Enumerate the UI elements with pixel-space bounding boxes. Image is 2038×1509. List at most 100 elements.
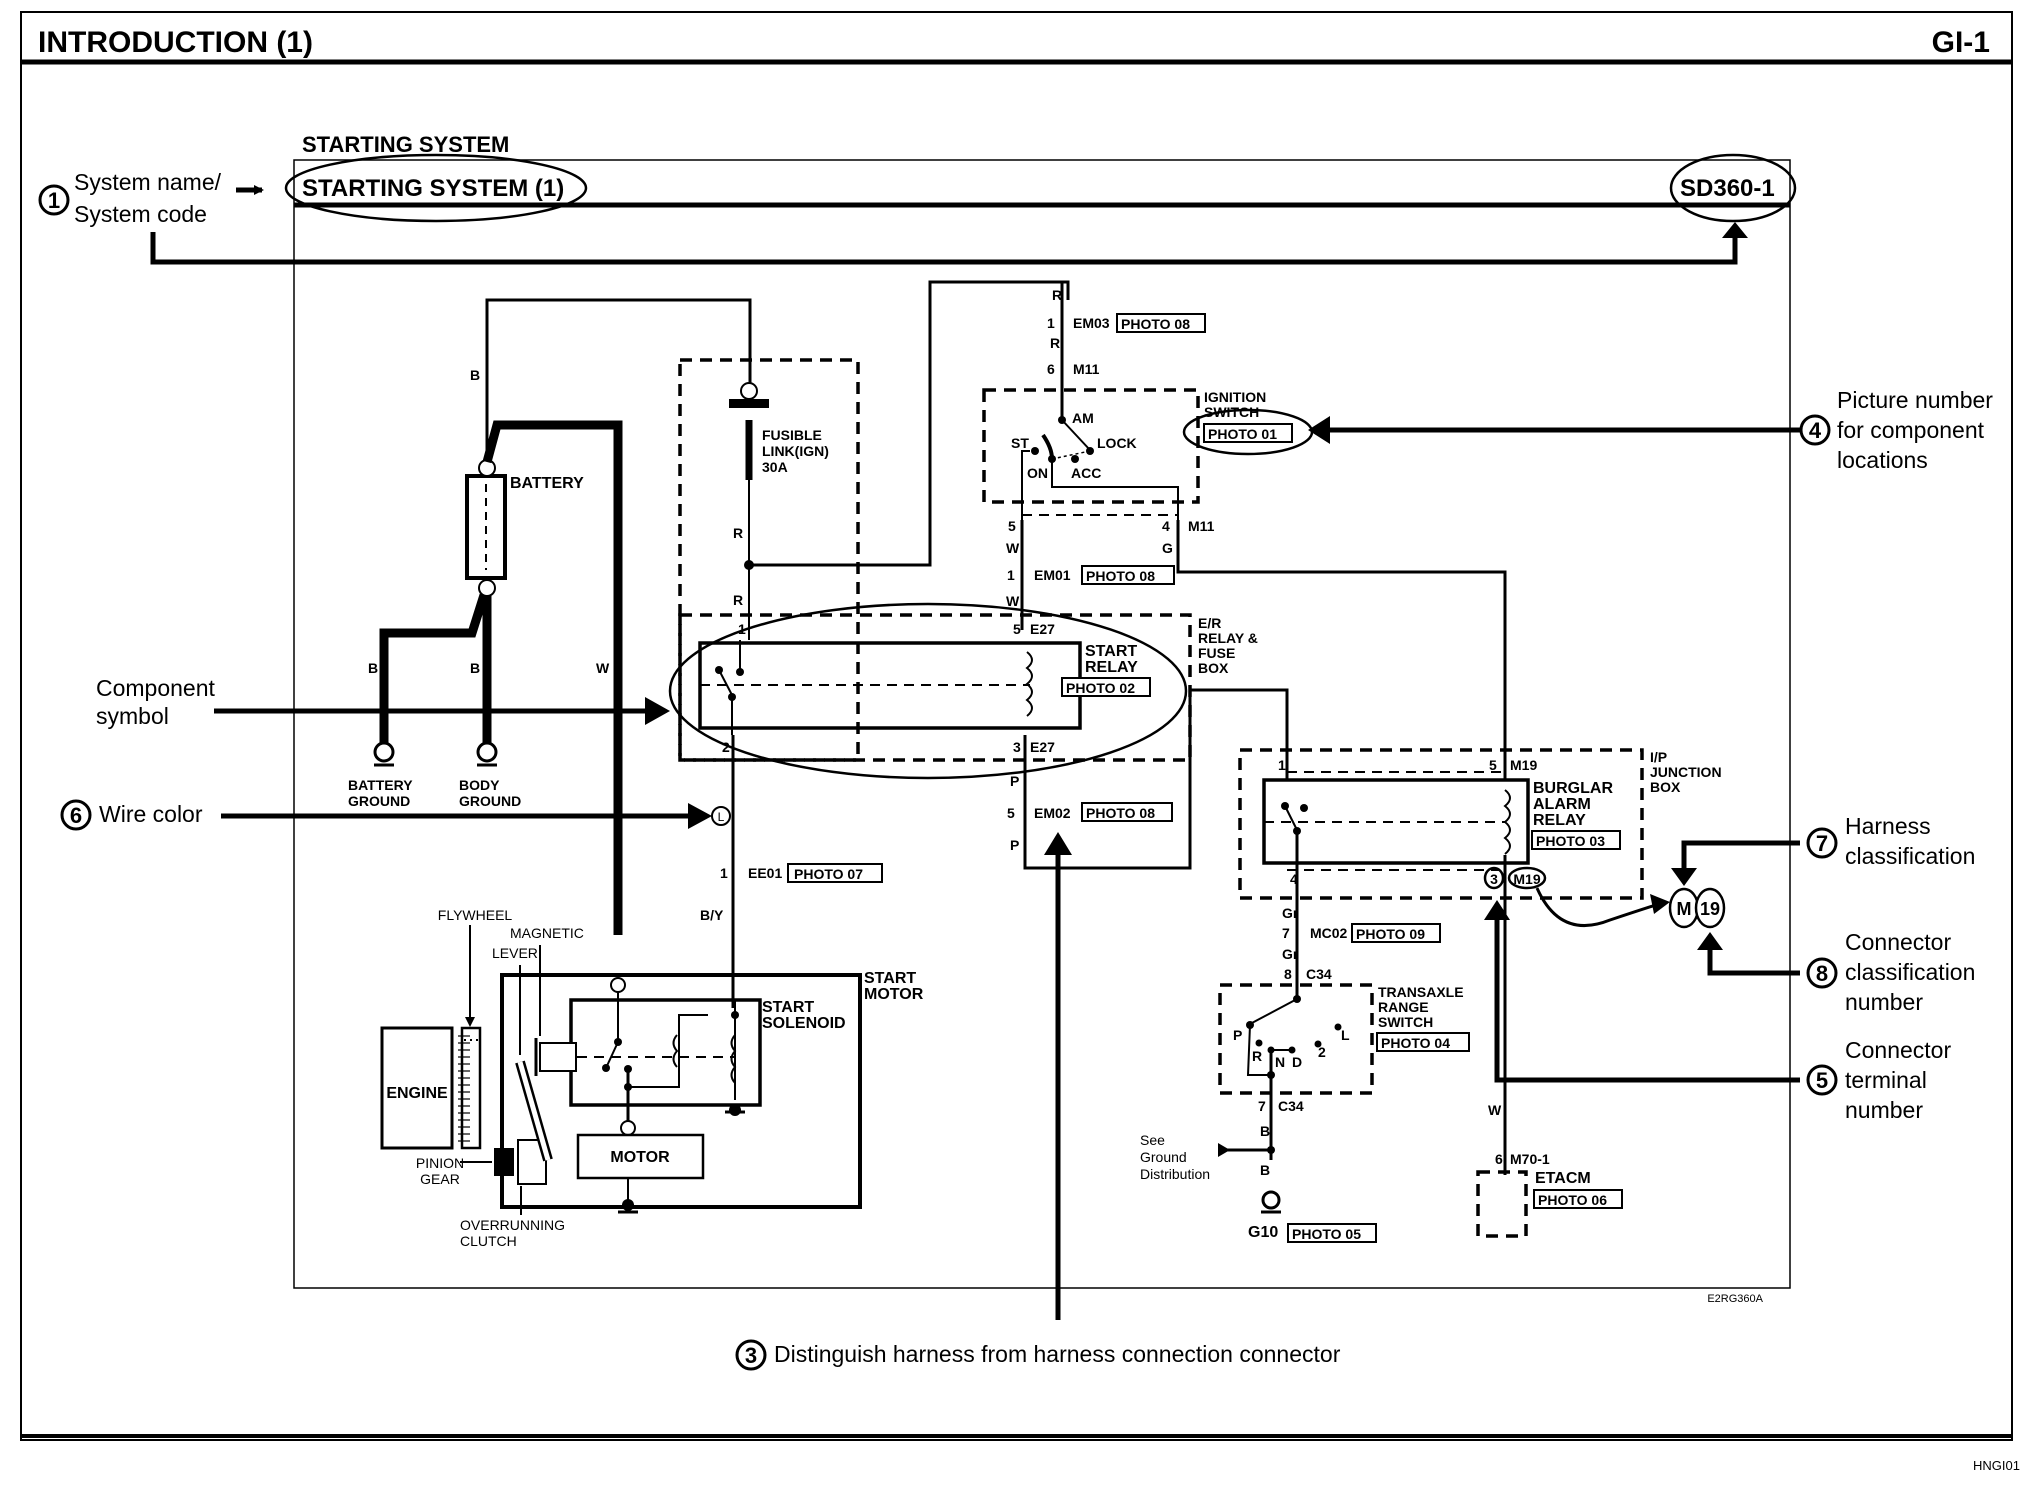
start-relay-label-1: START xyxy=(1085,643,1137,660)
wire-color-w: W xyxy=(596,660,610,676)
callout-3-text: Distinguish harness from harness connect… xyxy=(774,1341,1341,1367)
wire-p-em02 xyxy=(1023,688,1289,870)
wire-battery-ground xyxy=(379,593,489,745)
callout-7-line-2: classification xyxy=(1845,843,1975,869)
pinion-label-1: PINION xyxy=(416,1155,464,1171)
c34-pin-7: 7 xyxy=(1258,1098,1266,1114)
etacm-photo-label: PHOTO 06 xyxy=(1538,1192,1607,1208)
em02-photo-label: PHOTO 08 xyxy=(1086,805,1155,821)
component-symbol-highlight xyxy=(668,602,1188,780)
callout-8-line-1: Connector xyxy=(1845,929,1951,955)
connector-number-badge-text: 19 xyxy=(1700,899,1720,919)
ignition-label-2: SWITCH xyxy=(1204,404,1259,420)
callout-4-badge xyxy=(1799,414,1831,446)
fusible-link-icon xyxy=(729,399,769,408)
callout-6-badge xyxy=(60,799,92,831)
m70-name: M70-1 xyxy=(1510,1151,1550,1167)
callout-1-line-2: System code xyxy=(74,201,207,227)
ign-pos-acc: ACC xyxy=(1071,465,1101,481)
system-name: STARTING SYSTEM (1) xyxy=(302,175,564,202)
em03-photo xyxy=(1116,313,1206,333)
callout-1-arrowhead xyxy=(1722,222,1748,238)
trs-pos-p: P xyxy=(1233,1027,1242,1043)
callout-3-number: 3 xyxy=(745,1343,757,1368)
e27-name-bottom: E27 xyxy=(1030,739,1055,755)
callout-8-line-3: number xyxy=(1845,989,1923,1015)
transaxle-photo-label: PHOTO 04 xyxy=(1381,1035,1450,1051)
callout-7-badge xyxy=(1806,827,1838,859)
wire-color-r-3: R xyxy=(1052,287,1062,303)
ign-pos-lock: LOCK xyxy=(1097,435,1137,451)
wire-color-b-2: B xyxy=(368,660,378,676)
callout-1-line-1: System name/ xyxy=(74,169,222,195)
callout-6-text: Wire color xyxy=(99,801,203,827)
engine-symbol xyxy=(380,1026,454,1150)
callout-1-arrow-code xyxy=(150,232,1738,265)
e27-pin-1: 1 xyxy=(738,621,746,637)
trs-pos-r: R xyxy=(1252,1048,1262,1064)
c34-name-top: C34 xyxy=(1306,966,1332,982)
start-relay-photo xyxy=(1061,677,1151,697)
burglar-photo xyxy=(1531,830,1621,850)
ee01-photo-label: PHOTO 07 xyxy=(794,866,863,882)
body-ground-label-2: GROUND xyxy=(459,793,521,809)
diagram-frame xyxy=(293,159,1791,1289)
callout-4-line-2: for component xyxy=(1837,417,1985,443)
engine-label: ENGINE xyxy=(386,1085,448,1102)
em03-pin: 1 xyxy=(1047,315,1055,331)
motor-symbol xyxy=(576,1133,705,1180)
lever-label: LEVER xyxy=(492,945,538,961)
component-symbol-line-2: symbol xyxy=(96,703,169,729)
em03-photo-label: PHOTO 08 xyxy=(1121,316,1190,332)
ee01-pin: 1 xyxy=(720,865,728,881)
wire-color-r-4: R xyxy=(1050,335,1060,351)
er-box-label-4: BOX xyxy=(1198,660,1229,676)
burglar-label-1: BURGLAR xyxy=(1533,780,1613,797)
callout-5-line-1: Connector xyxy=(1845,1037,1951,1063)
image-code: E2RG360A xyxy=(1707,1293,1763,1305)
c34-name-bottom: C34 xyxy=(1278,1098,1304,1114)
ign-pos-st: ST xyxy=(1011,435,1029,451)
ip-box-label-3: BOX xyxy=(1650,779,1681,795)
fusible-link-box xyxy=(678,358,860,762)
m11-pin-4: 4 xyxy=(1162,518,1170,534)
wire-r-to-ignition xyxy=(749,280,1070,567)
wire-color-by: B/Y xyxy=(700,907,724,923)
callout-1-number: 1 xyxy=(48,188,60,213)
er-box-label-3: FUSE xyxy=(1198,645,1235,661)
wire-color-r-2: R xyxy=(733,592,743,608)
ee01-name: EE01 xyxy=(748,865,782,881)
callout-4-line-3: locations xyxy=(1837,447,1928,473)
wire-color-p-2: P xyxy=(1010,837,1019,853)
ignition-label-1: IGNITION xyxy=(1204,389,1266,405)
callout-7-arrow xyxy=(1681,840,1800,875)
callout-7-line-1: Harness xyxy=(1845,813,1931,839)
trs-pos-2: 2 xyxy=(1318,1044,1326,1060)
callout-8-line-2: classification xyxy=(1845,959,1975,985)
burglar-label-3: RELAY xyxy=(1533,812,1586,829)
trs-pos-l: L xyxy=(1341,1027,1350,1043)
battery-ground-label-1: BATTERY xyxy=(348,777,413,793)
callout-4-line-1: Picture number xyxy=(1837,387,1993,413)
wire-g-to-burglar xyxy=(1176,520,1507,780)
g10-label: G10 xyxy=(1248,1224,1278,1241)
transaxle-range-switch-box xyxy=(1218,983,1374,1095)
m11-name-bottom: M11 xyxy=(1188,518,1215,534)
transaxle-photo xyxy=(1376,1032,1470,1052)
connector-number-badge xyxy=(1694,887,1726,929)
em03-name: EM03 xyxy=(1073,315,1110,331)
fusible-link-label-1: FUSIBLE xyxy=(762,427,822,443)
callout-8-badge xyxy=(1806,957,1838,989)
mc02-pin: 7 xyxy=(1282,925,1290,941)
m11-pin-6: 6 xyxy=(1047,361,1055,377)
start-motor-box xyxy=(500,973,862,1209)
flywheel-symbol xyxy=(460,1026,482,1150)
m70-pin: 6 xyxy=(1495,1151,1503,1167)
start-motor-label-1: START xyxy=(864,970,916,987)
page-frame xyxy=(20,11,2013,1441)
pinion-gear-symbol xyxy=(494,1148,514,1176)
etacm-box xyxy=(1476,1170,1528,1238)
g10-photo-label: PHOTO 05 xyxy=(1292,1226,1361,1242)
m11-pin-5: 5 xyxy=(1008,518,1016,534)
